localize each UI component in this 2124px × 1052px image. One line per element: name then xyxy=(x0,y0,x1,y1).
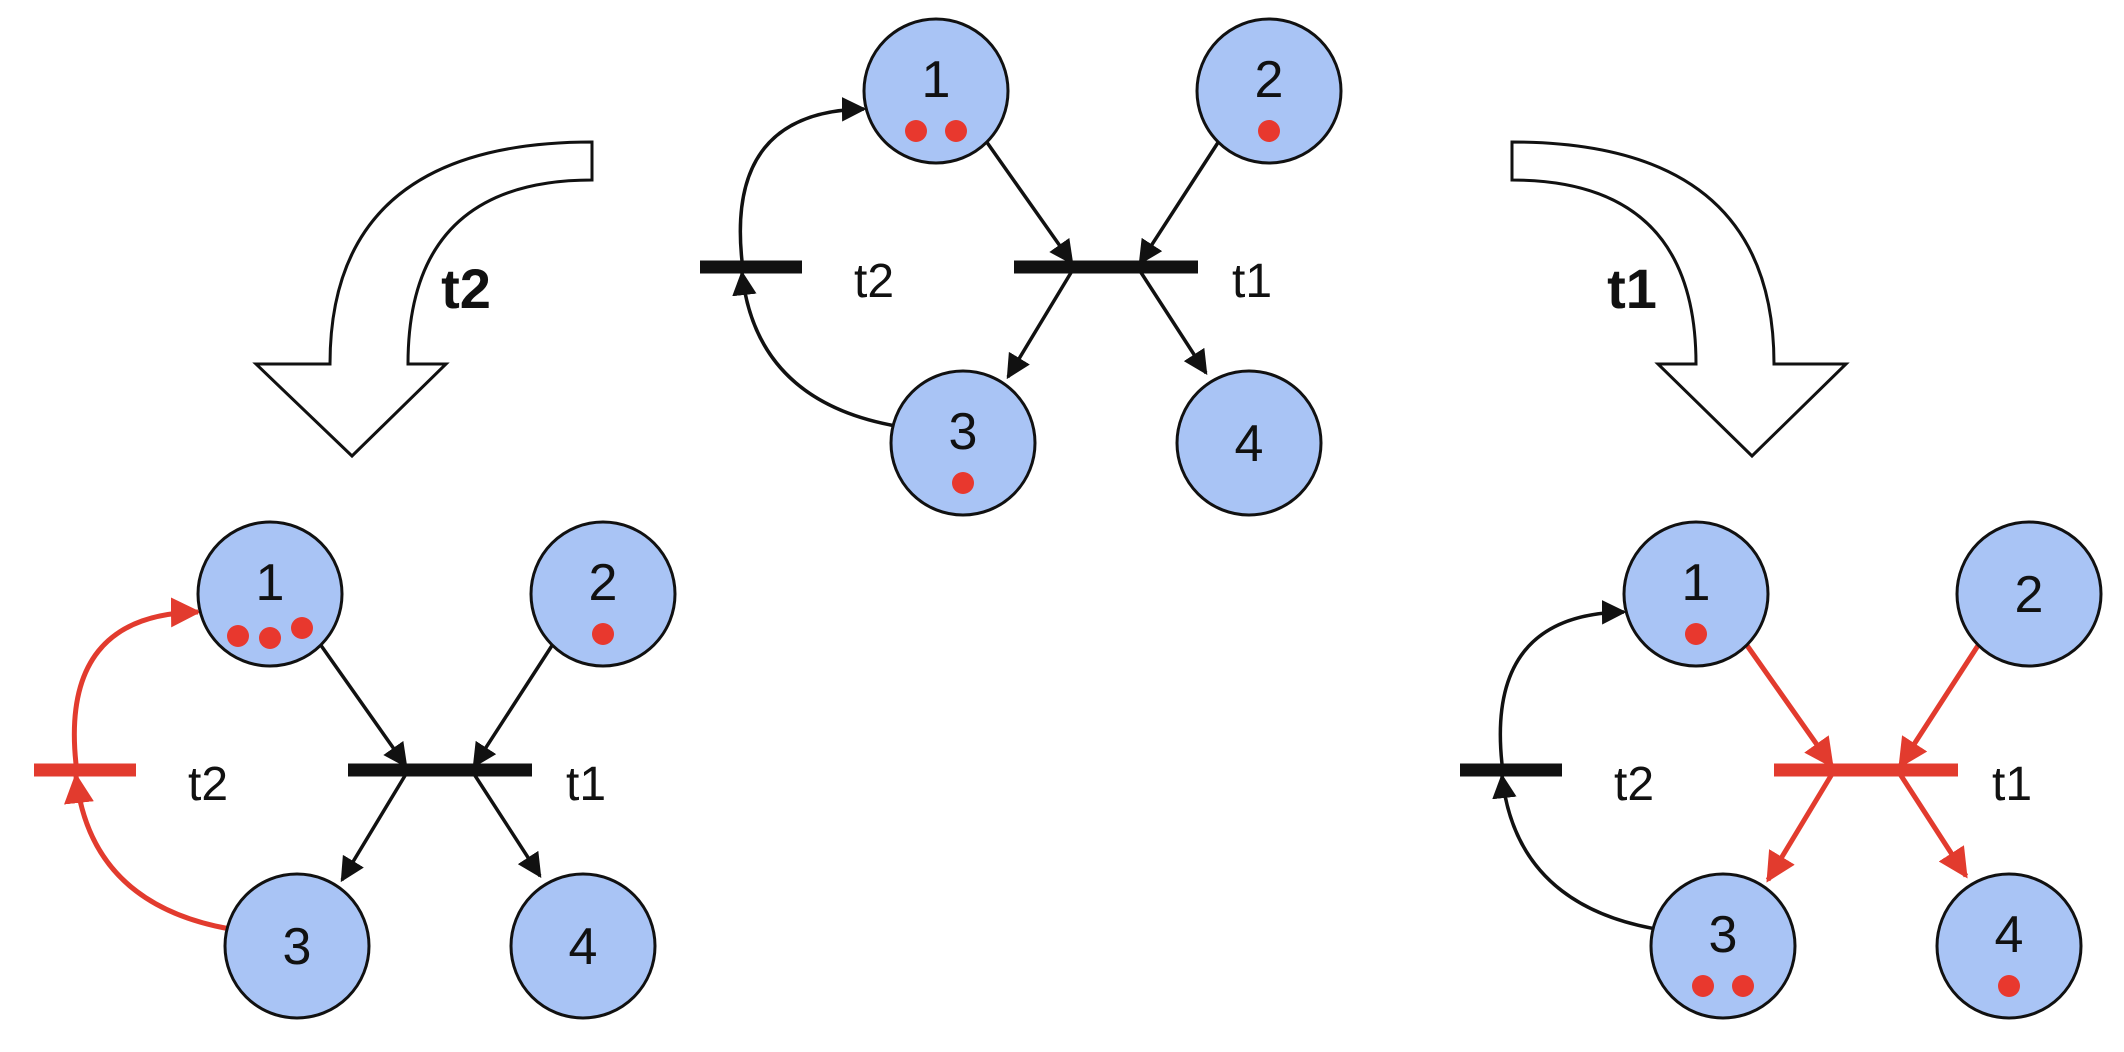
arc-t1-to-place4 xyxy=(1138,270,1208,376)
place-circle xyxy=(1935,872,2083,1020)
place-label: 3 xyxy=(949,403,978,461)
petri-net-after-t2: t1 t2 1 2 3 4 xyxy=(34,520,677,1020)
arc-place3-to-t2 xyxy=(64,773,231,932)
transition-t1-label: t1 xyxy=(1232,255,1272,308)
place-label: 2 xyxy=(589,554,618,612)
place-label: 4 xyxy=(1995,906,2024,964)
transition-t2-label: t2 xyxy=(854,255,894,308)
place-4: 4 xyxy=(1935,872,2083,1020)
arc-place3-to-t2 xyxy=(1492,773,1657,931)
place-1: 1 xyxy=(196,520,344,668)
hollow-curved-arrow-left xyxy=(252,140,594,459)
place-label: 1 xyxy=(256,554,285,612)
token xyxy=(945,120,967,142)
arc-t1-to-place4 xyxy=(472,773,542,879)
token xyxy=(1732,975,1754,997)
arc-t1-to-place3 xyxy=(340,773,408,883)
token xyxy=(291,617,313,639)
token xyxy=(1692,975,1714,997)
hollow-curved-arrow-right xyxy=(1510,140,1850,459)
place-1: 1 xyxy=(862,17,1010,165)
place-circle xyxy=(862,17,1010,165)
arc-place3-to-t2 xyxy=(732,270,897,428)
place-4: 4 xyxy=(509,872,657,1020)
place-label: 3 xyxy=(283,918,312,976)
arc-place2-to-t1 xyxy=(1138,140,1221,266)
transition-t1-label: t1 xyxy=(566,758,606,811)
place-4: 4 xyxy=(1175,369,1323,517)
arc-t1-to-place4 xyxy=(1897,772,1969,879)
place-3: 3 xyxy=(1649,872,1797,1020)
token xyxy=(227,625,249,647)
token xyxy=(952,472,974,494)
place-circle xyxy=(1955,520,2103,668)
arc-place1-to-t1 xyxy=(318,642,408,769)
transition-t1-label: t1 xyxy=(1992,758,2032,811)
arc-place2-to-t1 xyxy=(1897,642,1982,769)
place-label: 1 xyxy=(922,51,951,109)
token xyxy=(1685,623,1707,645)
arc-t2-to-place1 xyxy=(1498,600,1627,765)
arc-place2-to-t1 xyxy=(472,643,555,769)
token xyxy=(259,627,281,649)
place-circle xyxy=(1622,520,1770,668)
place-circle xyxy=(529,520,677,668)
place-3: 3 xyxy=(223,872,371,1020)
place-circle xyxy=(1649,872,1797,1020)
arc-t2-to-place1 xyxy=(71,597,201,765)
place-circle xyxy=(889,369,1037,517)
place-3: 3 xyxy=(889,369,1037,517)
firing-arrow-t2: t2 xyxy=(252,140,594,459)
place-2: 2 xyxy=(529,520,677,668)
place-label: 1 xyxy=(1682,554,1711,612)
place-label: 2 xyxy=(1255,51,1284,109)
transition-t2-label: t2 xyxy=(1614,758,1654,811)
place-circle xyxy=(1175,369,1323,517)
place-label: 2 xyxy=(2015,566,2044,624)
petri-net-initial: t1 t2 1 2 3 4 xyxy=(700,17,1343,517)
place-circle xyxy=(509,872,657,1020)
token xyxy=(592,623,614,645)
arc-t2-to-place1 xyxy=(738,97,867,262)
arc-place1-to-t1 xyxy=(984,139,1074,266)
place-2: 2 xyxy=(1195,17,1343,165)
transition-t2-label: t2 xyxy=(188,758,228,811)
token xyxy=(1258,120,1280,142)
firing-label-t1: t1 xyxy=(1607,257,1657,320)
arc-place1-to-t1 xyxy=(1743,642,1835,769)
place-1: 1 xyxy=(1622,520,1770,668)
token xyxy=(905,120,927,142)
place-label: 3 xyxy=(1709,906,1738,964)
place-circle xyxy=(1195,17,1343,165)
place-2: 2 xyxy=(1955,520,2103,668)
firing-label-t2: t2 xyxy=(441,257,491,320)
token xyxy=(1998,975,2020,997)
arc-t1-to-place3 xyxy=(1006,270,1074,380)
firing-arrow-t1: t1 xyxy=(1510,140,1850,459)
place-circle xyxy=(223,872,371,1020)
place-label: 4 xyxy=(1235,415,1264,473)
petri-net-after-t1: t1 t2 1 2 3 4 xyxy=(1460,520,2103,1020)
arc-t1-to-place3 xyxy=(1765,772,1835,883)
place-label: 4 xyxy=(569,918,598,976)
